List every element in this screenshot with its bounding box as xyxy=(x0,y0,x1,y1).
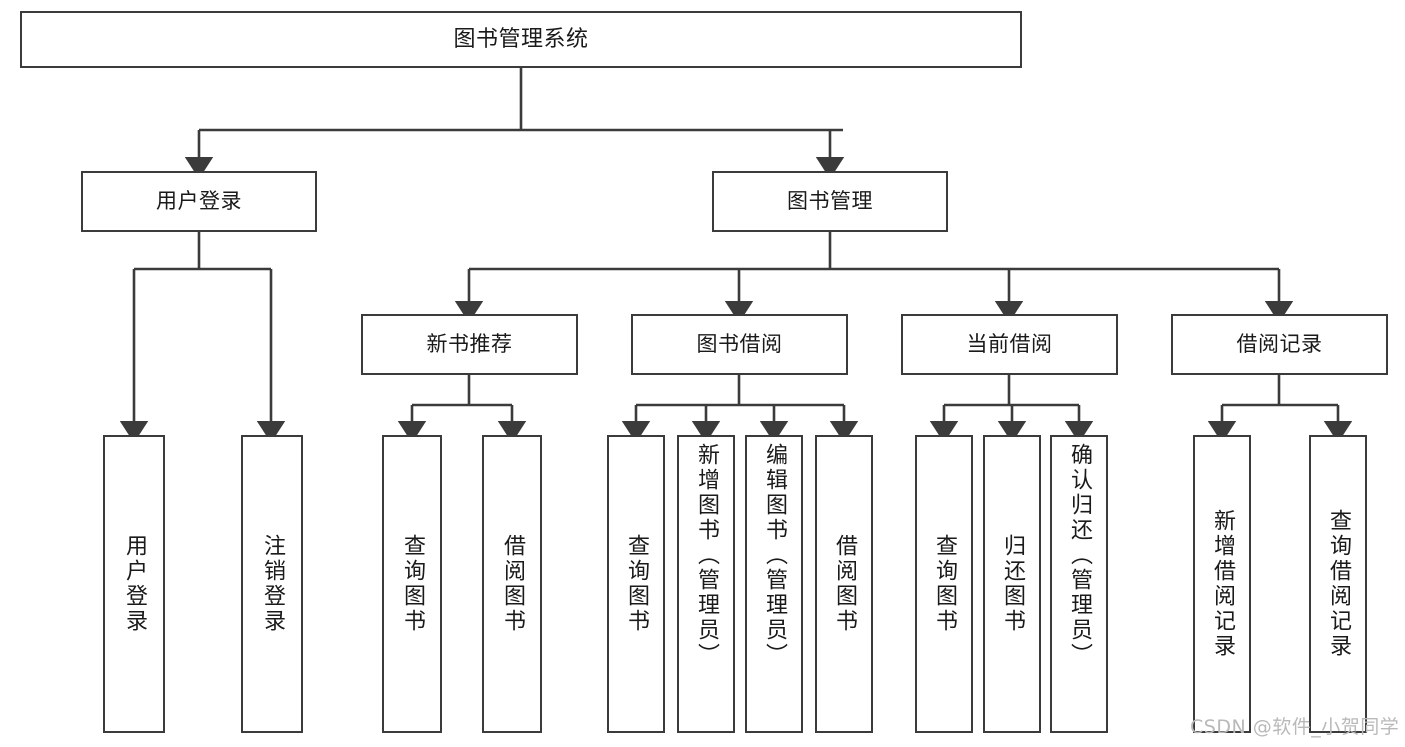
leaf-add-borrow-record[interactable]: 新增借阅记录 xyxy=(1193,435,1251,733)
node-label: 查询借阅记录 xyxy=(1326,509,1351,659)
node-user-login[interactable]: 用户登录 xyxy=(81,171,317,232)
leaf-query-book-recommend[interactable]: 查询图书 xyxy=(382,435,442,733)
node-label: 借阅记录 xyxy=(1236,332,1323,357)
node-label: 图书管理系统 xyxy=(453,26,589,52)
node-label: 图书借阅 xyxy=(696,332,783,357)
node-current-borrow[interactable]: 当前借阅 xyxy=(901,314,1118,375)
leaf-borrow-book-recommend[interactable]: 借阅图书 xyxy=(482,435,542,733)
leaf-return-book[interactable]: 归还图书 xyxy=(983,435,1041,733)
leaf-query-borrow-record[interactable]: 查询借阅记录 xyxy=(1309,435,1367,733)
node-label: 查询图书 xyxy=(932,534,957,634)
leaf-borrow-book[interactable]: 借阅图书 xyxy=(815,435,873,733)
leaf-confirm-return-admin[interactable]: 确认归还（管理员） xyxy=(1050,435,1108,733)
node-label: 查询图书 xyxy=(400,534,425,634)
node-root-system[interactable]: 图书管理系统 xyxy=(20,11,1022,68)
node-borrow-record[interactable]: 借阅记录 xyxy=(1171,314,1388,375)
leaf-logout[interactable]: 注销登录 xyxy=(241,435,303,733)
leaf-edit-book-admin[interactable]: 编辑图书（管理员） xyxy=(745,435,803,733)
node-label: 注销登录 xyxy=(260,534,285,634)
node-new-book-recommend[interactable]: 新书推荐 xyxy=(361,314,578,375)
node-book-management[interactable]: 图书管理 xyxy=(712,171,948,232)
leaf-query-book-current[interactable]: 查询图书 xyxy=(915,435,973,733)
node-label: 新增借阅记录 xyxy=(1210,509,1235,659)
node-label: 确认归还（管理员） xyxy=(1067,443,1092,668)
node-label: 用户登录 xyxy=(156,189,242,214)
node-book-borrow[interactable]: 图书借阅 xyxy=(631,314,848,375)
node-label: 借阅图书 xyxy=(832,534,857,634)
leaf-query-book-borrow[interactable]: 查询图书 xyxy=(607,435,665,733)
node-label: 归还图书 xyxy=(1000,534,1025,634)
leaf-user-login[interactable]: 用户登录 xyxy=(103,435,165,733)
node-label: 查询图书 xyxy=(624,534,649,634)
node-label: 图书管理 xyxy=(787,189,873,214)
node-label: 当前借阅 xyxy=(966,332,1053,357)
node-label: 编辑图书（管理员） xyxy=(762,443,787,668)
node-label: 新书推荐 xyxy=(426,332,513,357)
node-label: 借阅图书 xyxy=(500,534,525,634)
watermark: CSDN @软件_小贺同学 xyxy=(1190,716,1400,738)
leaf-add-book-admin[interactable]: 新增图书（管理员） xyxy=(677,435,735,733)
node-label: 新增图书（管理员） xyxy=(694,443,719,668)
node-label: 用户登录 xyxy=(122,534,147,634)
